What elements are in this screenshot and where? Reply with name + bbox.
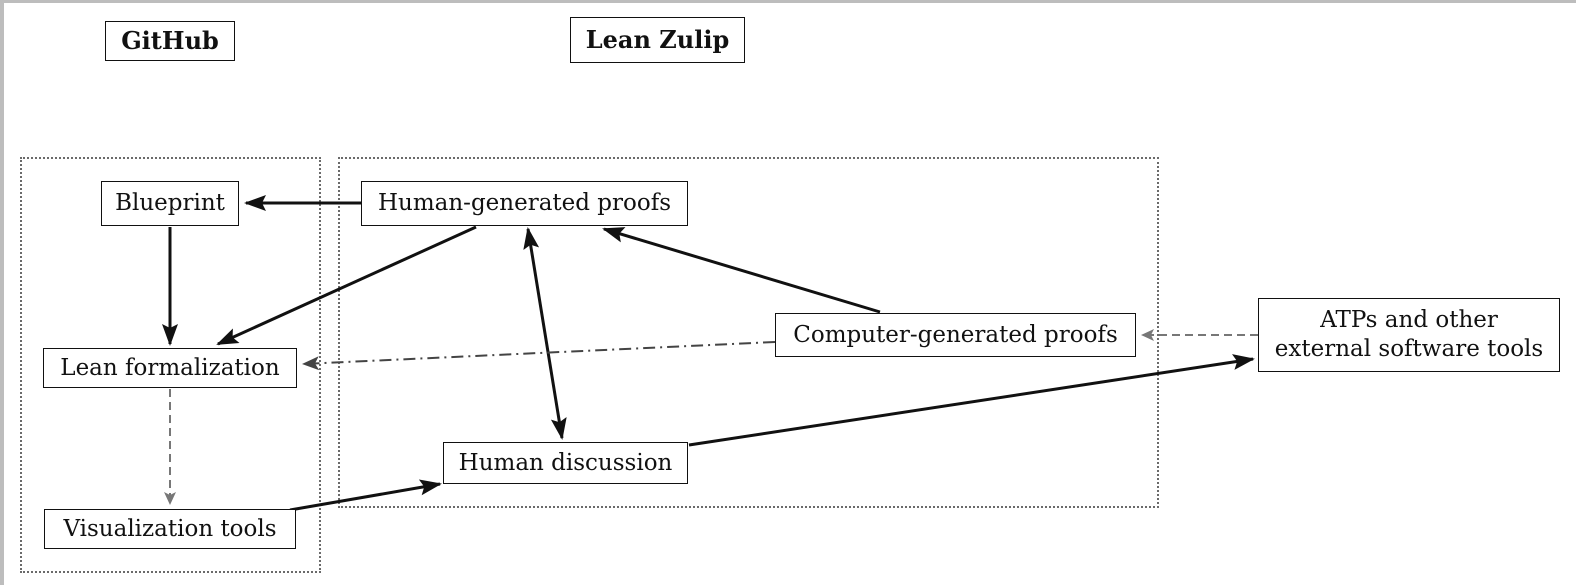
blueprint-node: Blueprint: [101, 181, 239, 226]
lean-zulip-group: [338, 157, 1159, 508]
atps-node: ATPs and other external software tools: [1258, 298, 1560, 372]
github-group: [20, 157, 321, 573]
edge-computer-proofs-to-lean-formalization: [302, 341, 776, 371]
human-generated-proofs-node: Human-generated proofs: [361, 181, 688, 226]
visualization-tools-node: Visualization tools: [44, 509, 296, 549]
lean-zulip-label: Lean Zulip: [570, 17, 745, 63]
window-left-border: [0, 0, 4, 585]
edge-human-discussion-to-atps: [688, 354, 1255, 447]
edge-computer-proofs-to-human-proofs: [602, 227, 881, 314]
edge-visualization-to-human-discussion: [289, 479, 442, 512]
lean-formalization-node: Lean formalization: [43, 348, 297, 388]
human-discussion-node: Human discussion: [443, 442, 688, 484]
computer-generated-proofs-node: Computer-generated proofs: [775, 313, 1136, 357]
edge-human-proofs-to-lean-formalization: [216, 225, 477, 346]
edge-human-proofs-human-discussion: [523, 227, 567, 440]
github-label: GitHub: [105, 21, 235, 61]
window-top-border: [0, 0, 1576, 3]
